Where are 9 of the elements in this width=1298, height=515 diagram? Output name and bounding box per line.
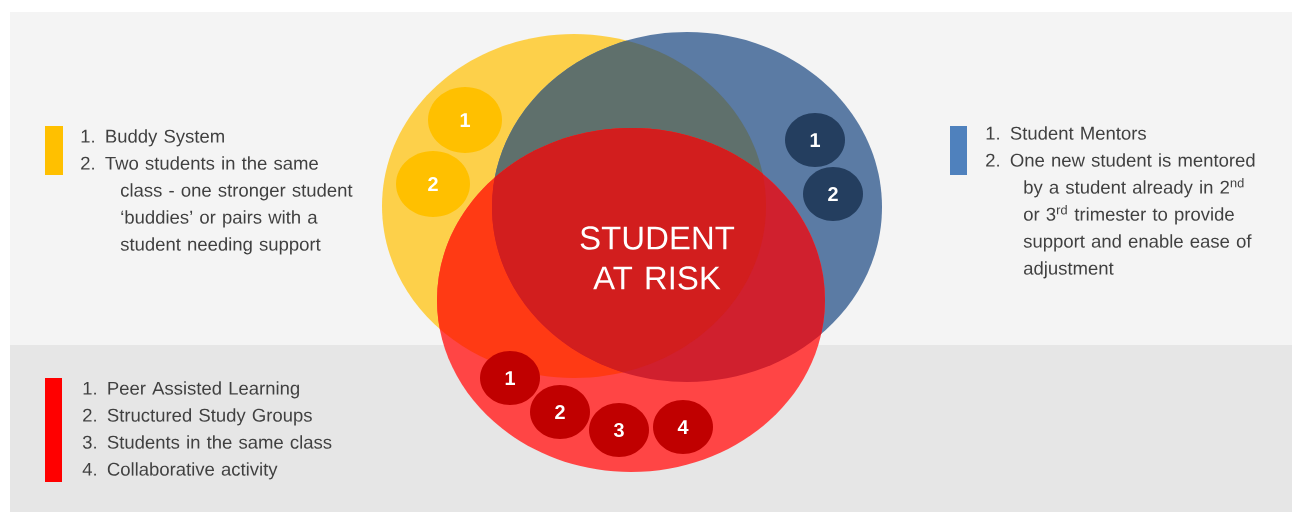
list-item: 3. Students in the same class xyxy=(82,435,332,449)
list-item: 1. Student Mentors xyxy=(986,126,1146,140)
list-item: 1. Peer Assisted Learning xyxy=(83,381,299,399)
list-item: 2. Two students in the same class - one stronger student ‘buddies’ or pairs with a student needing support xyxy=(81,156,353,255)
list-item: 2. Structured Study Groups xyxy=(83,408,312,426)
center-title: STUDENT AT RISK xyxy=(580,226,735,290)
list-item: 1. Buddy System xyxy=(81,129,224,147)
list-item: 4. Collaborative activity xyxy=(82,462,278,480)
list-item: 2. One new student is mentored by a student already in 2$^{nd}$ or 3$^{rd}$ trimester to provide support and enable ease of adjustment xyxy=(986,153,1255,279)
